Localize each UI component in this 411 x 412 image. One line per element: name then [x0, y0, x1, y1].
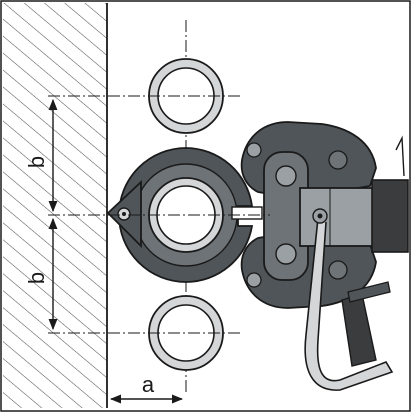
pipe-middle — [148, 177, 224, 253]
dimension-a-label: a — [142, 372, 155, 397]
wall — [3, 3, 108, 408]
horizontal-centerlines — [48, 95, 270, 334]
press-tool-body — [240, 121, 409, 309]
support-bracket — [304, 208, 394, 391]
dimension-b-lower-label: b — [24, 272, 49, 284]
hand-grip — [341, 281, 391, 367]
dimension-b-upper-label: b — [24, 156, 49, 168]
